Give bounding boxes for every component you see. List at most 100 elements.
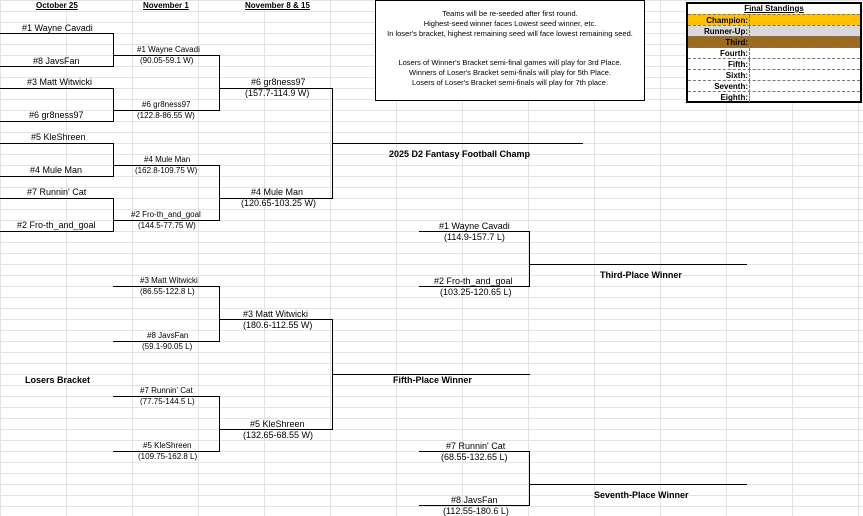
losers-semifinal-name[interactable]: #5 KleShreen	[250, 419, 305, 429]
bracket-line	[529, 231, 530, 287]
standings-value-cell[interactable]	[749, 15, 861, 26]
bracket-line	[419, 286, 530, 287]
semifinal-winner-name[interactable]: #6 gr8ness97	[251, 77, 306, 87]
losers-semifinal-name[interactable]: #3 Matt Witwicki	[243, 309, 309, 319]
note-line: Highest-seed winner faces Lowest seed wi…	[423, 19, 597, 28]
header-november-8-15: November 8 & 15	[245, 1, 310, 10]
standings-row-fifth: Fifth:	[688, 58, 860, 70]
standings-value-cell[interactable]	[749, 92, 861, 102]
bracket-line	[0, 176, 114, 177]
losers-semifinal-score: (180.6-112.55 W)	[243, 320, 313, 330]
standings-label: Seventh:	[714, 82, 748, 91]
fifth-place-title: Fifth-Place Winner	[393, 375, 472, 385]
round1-team[interactable]: #2 Fro-th_and_goal	[17, 220, 96, 230]
round1-team[interactable]: #6 gr8ness97	[29, 110, 84, 120]
bracket-line	[219, 429, 333, 430]
standings-label: Fifth:	[728, 60, 748, 69]
round2-winner-score: (144.5-77.75 W)	[138, 221, 196, 230]
standings-value-cell[interactable]	[749, 70, 861, 81]
standings-row-sixth: Sixth:	[688, 69, 860, 81]
bracket-line	[332, 374, 530, 375]
round1-team[interactable]: #7 Runnin' Cat	[27, 187, 87, 197]
bracket-line	[0, 66, 114, 67]
bracket-line	[113, 33, 114, 67]
round1-team[interactable]: #4 Mule Man	[30, 165, 83, 175]
round1-team[interactable]: #3 Matt Witwicki	[27, 77, 93, 87]
bracket-line	[113, 165, 220, 166]
bracket-line	[113, 143, 114, 177]
losers-round2-score: (86.55-122.8 L)	[140, 287, 195, 296]
bracket-line	[529, 451, 530, 506]
standings-row-eighth: Eighth:	[688, 91, 860, 102]
bracket-line	[219, 198, 333, 199]
losers-round2-name[interactable]: #3 Matt Witwicki	[140, 276, 198, 285]
note-line: Losers of Winner's Bracket semi-final ga…	[398, 58, 622, 67]
bracket-line	[0, 33, 114, 34]
standings-label: Fourth:	[720, 49, 748, 58]
seventh-place-title: Seventh-Place Winner	[594, 490, 689, 500]
bracket-line	[219, 286, 220, 342]
round2-winner-score: (122.8-86.55 W)	[137, 111, 195, 120]
bracket-line	[113, 286, 220, 287]
third-place-team-score: (103.25-120.65 L)	[440, 287, 512, 297]
semifinal-winner-name[interactable]: #4 Mule Man	[251, 187, 304, 197]
standings-row-champion: Champion:	[688, 14, 860, 26]
third-place-team-score: (114.9-157.7 L)	[444, 232, 505, 242]
losers-round2-score: (59.1-90.05 L)	[142, 342, 193, 351]
bracket-line	[219, 319, 333, 320]
seventh-place-team-score: (112.55-180.6 L)	[443, 506, 509, 516]
bracket-line	[219, 55, 220, 111]
standings-label: Runner-Up:	[704, 27, 748, 36]
losers-round2-score: (77.75-144.5 L)	[140, 397, 195, 406]
bracket-line	[529, 264, 747, 265]
bracket-line	[113, 341, 220, 342]
standings-label: Champion:	[706, 16, 748, 25]
bracket-line	[113, 110, 220, 111]
losers-round2-name[interactable]: #5 KleShreen	[143, 441, 192, 450]
header-november-1: November 1	[143, 1, 189, 10]
third-place-team-name[interactable]: #1 Wayne Cavadi	[439, 221, 510, 231]
bracket-line	[0, 121, 114, 122]
standings-value-cell[interactable]	[749, 48, 861, 59]
seventh-place-team-name[interactable]: #8 JavsFan	[451, 495, 498, 505]
rules-note-box: Teams will be re-seeded after first roun…	[375, 0, 645, 101]
final-standings-title: Final Standings	[744, 4, 804, 13]
standings-value-cell[interactable]	[749, 37, 861, 48]
semifinal-winner-score: (120.65-103.25 W)	[241, 198, 317, 208]
note-line: Teams will be re-seeded after first roun…	[442, 9, 578, 18]
bracket-line	[419, 505, 530, 506]
note-line: In loser's bracket, highest remaining se…	[387, 29, 633, 38]
losers-semifinal-score: (132.65-68.55 W)	[243, 430, 314, 440]
round2-winner-score: (162.8-109.75 W)	[135, 166, 198, 175]
bracket-line	[113, 396, 220, 397]
bracket-line	[219, 165, 220, 221]
standings-value-cell[interactable]	[749, 26, 861, 37]
bracket-line	[219, 88, 333, 89]
round1-team[interactable]: #1 Wayne Cavadi	[22, 23, 93, 33]
round2-winner-name[interactable]: #6 gr8ness97	[142, 100, 191, 109]
bracket-line	[113, 451, 220, 452]
round2-winner-name[interactable]: #1 Wayne Cavadi	[137, 45, 200, 54]
standings-row-third: Third:	[688, 36, 860, 48]
bracket-line	[113, 198, 114, 232]
bracket-line	[113, 88, 114, 122]
bracket-line	[219, 396, 220, 452]
note-line: Losers of Loser's Bracket semi-finals wi…	[411, 78, 609, 87]
bracket-line	[0, 143, 114, 144]
losers-round2-name[interactable]: #7 Runnin' Cat	[140, 386, 193, 395]
standings-row-runner-up: Runner-Up:	[688, 25, 860, 37]
losers-bracket-title: Losers Bracket	[25, 375, 91, 385]
round2-winner-name[interactable]: #4 Mule Man	[144, 155, 191, 164]
losers-round2-name[interactable]: #8 JavsFan	[147, 331, 189, 340]
round2-winner-name[interactable]: #2 Fro-th_and_goal	[131, 210, 201, 219]
round1-team[interactable]: #8 JavsFan	[33, 56, 80, 66]
third-place-title: Third-Place Winner	[600, 270, 682, 280]
bracket-line	[0, 198, 114, 199]
third-place-team-name[interactable]: #2 Fro-th_and_goal	[434, 276, 513, 286]
championship-title: 2025 D2 Fantasy Football Champ	[389, 149, 531, 159]
seventh-place-team-name[interactable]: #7 Runnin' Cat	[446, 441, 506, 451]
round1-team[interactable]: #5 KleShreen	[31, 132, 86, 142]
standings-value-cell[interactable]	[749, 81, 861, 92]
standings-value-cell[interactable]	[749, 59, 861, 70]
standings-label: Eighth:	[720, 93, 748, 102]
